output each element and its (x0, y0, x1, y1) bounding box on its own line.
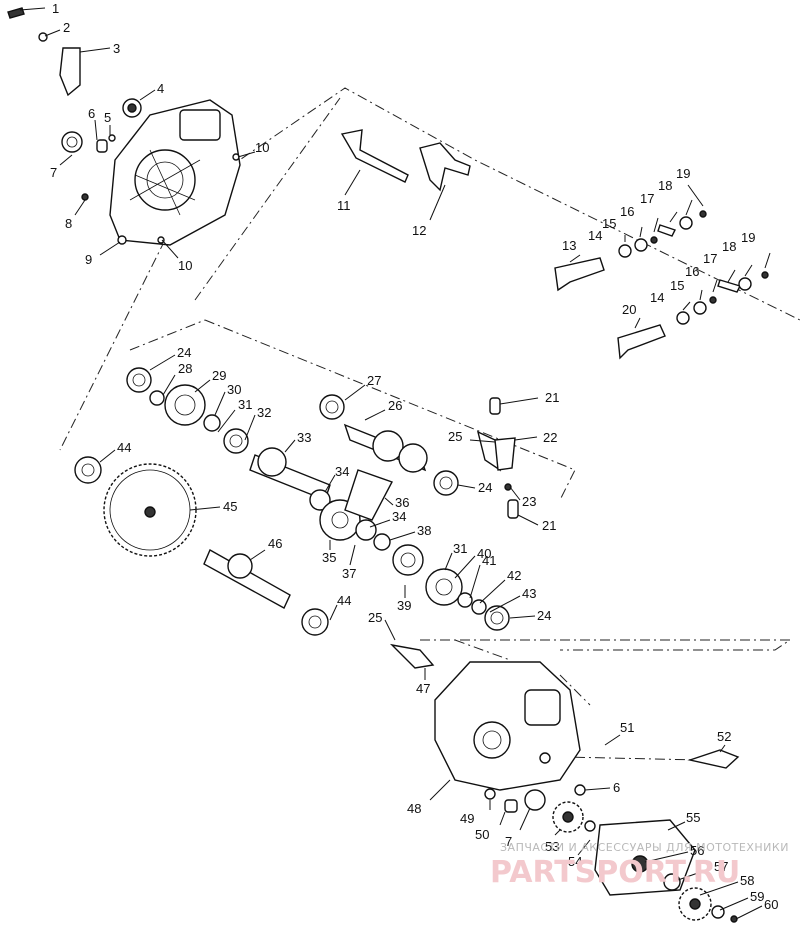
callout-59: 59 (750, 889, 764, 904)
callout-37: 37 (342, 566, 356, 581)
small-parts-top-left (7, 7, 240, 245)
callout-44b: 44 (337, 593, 351, 608)
callout-18b: 18 (722, 239, 736, 254)
callout-5: 5 (104, 110, 111, 125)
callout-31a: 31 (238, 397, 252, 412)
callout-60: 60 (764, 897, 778, 912)
callout-43: 43 (522, 586, 536, 601)
callout-29: 29 (212, 368, 226, 383)
callout-19a: 19 (676, 166, 690, 181)
callout-6b: 6 (613, 780, 620, 795)
callout-49: 49 (460, 811, 474, 826)
callout-17b: 17 (703, 251, 717, 266)
callout-24b: 24 (478, 480, 492, 495)
callout-40: 40 (477, 546, 491, 561)
callout-2: 2 (63, 20, 70, 35)
callout-39: 39 (397, 598, 411, 613)
callout-14a: 14 (588, 228, 602, 243)
callout-31b: 31 (453, 541, 467, 556)
callout-28: 28 (178, 361, 192, 376)
callout-23: 23 (522, 494, 536, 509)
callout-16a: 16 (620, 204, 634, 219)
callout-50: 50 (475, 827, 489, 842)
callout-25a: 25 (448, 429, 462, 444)
callout-33: 33 (297, 430, 311, 445)
leader-lines (19, 7, 771, 920)
shift-forks (340, 129, 471, 192)
callout-3: 3 (113, 41, 120, 56)
callout-13: 13 (562, 238, 576, 253)
callout-32: 32 (257, 405, 271, 420)
watermark-tagline: ЗАПЧАСТИ И АКСЕССУАРЫ ДЛЯ МОТОТЕХНИКИ (500, 841, 789, 854)
callout-4: 4 (157, 81, 164, 96)
callout-19b: 19 (741, 230, 755, 245)
callout-56: 56 (690, 843, 704, 858)
callout-7: 7 (50, 165, 57, 180)
callout-55: 55 (686, 810, 700, 825)
callout-21a: 21 (545, 390, 559, 405)
callout-30: 30 (227, 382, 241, 397)
callout-21b: 21 (542, 518, 556, 533)
left-case-half (109, 99, 241, 246)
callout-51: 51 (620, 720, 634, 735)
callout-57: 57 (714, 859, 728, 874)
sprockets-and-pulley (552, 801, 738, 923)
callout-34b: 34 (392, 509, 406, 524)
callout-46: 46 (268, 536, 282, 551)
callout-18a: 18 (658, 178, 672, 193)
callout-22: 22 (543, 430, 557, 445)
callout-8: 8 (65, 216, 72, 231)
callout-numbers: 1 2 3 4 5 6 7 8 9 10 10 11 12 13 14 15 1… (50, 1, 778, 912)
callout-9: 9 (85, 252, 92, 267)
callout-12: 12 (412, 223, 426, 238)
callout-53: 53 (545, 839, 559, 854)
gears-and-shafts (74, 367, 510, 636)
watermark: ЗАПЧАСТИ И АКСЕССУАРЫ ДЛЯ МОТОТЕХНИКИ PA… (490, 841, 789, 890)
callout-15b: 15 (670, 278, 684, 293)
callout-1: 1 (52, 1, 59, 16)
callout-48: 48 (407, 801, 421, 816)
callout-17a: 17 (640, 191, 654, 206)
callout-11: 11 (337, 198, 351, 213)
callout-54: 54 (568, 854, 582, 869)
callout-26: 26 (388, 398, 402, 413)
callout-24a: 24 (177, 345, 191, 360)
callout-35: 35 (322, 550, 336, 565)
callout-52: 52 (717, 729, 731, 744)
callout-47: 47 (416, 681, 430, 696)
callout-16b: 16 (685, 264, 699, 279)
callout-34a: 34 (335, 464, 349, 479)
callout-41: 41 (482, 553, 496, 568)
callout-6: 6 (88, 106, 95, 121)
callout-24c: 24 (537, 608, 551, 623)
selector-assemblies (554, 210, 769, 360)
callout-45: 45 (223, 499, 237, 514)
callout-44a: 44 (117, 440, 131, 455)
callout-27: 27 (367, 373, 381, 388)
callout-36: 36 (395, 495, 409, 510)
callout-42: 42 (507, 568, 521, 583)
callout-25b: 25 (368, 610, 382, 625)
callout-10a: 10 (255, 140, 269, 155)
callout-38: 38 (417, 523, 431, 538)
callout-7b: 7 (505, 834, 512, 849)
callout-20: 20 (622, 302, 636, 317)
right-case-half (434, 661, 740, 813)
callout-14b: 14 (650, 290, 664, 305)
watermark-brand: PARTSPORT.RU (490, 855, 740, 890)
callout-58: 58 (740, 873, 754, 888)
callout-10b: 10 (178, 258, 192, 273)
callout-15a: 15 (602, 216, 616, 231)
